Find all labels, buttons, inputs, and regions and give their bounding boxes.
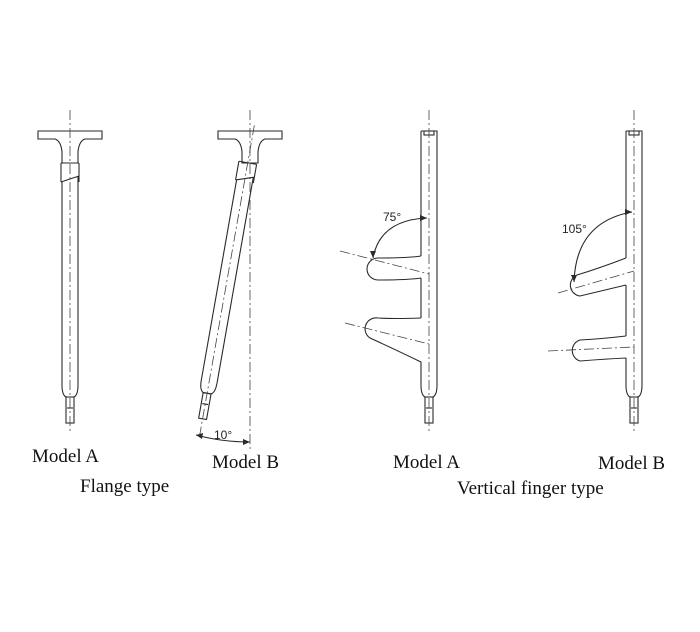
- finger-a-angle-arc: [372, 217, 428, 259]
- finger-model-b-label: Model B: [598, 453, 666, 474]
- finger-b-angle-arc: [573, 211, 633, 283]
- finger-b-angle-label: 105°: [562, 222, 587, 236]
- finger-b-lower-finger: [571, 335, 627, 362]
- flange-model-a-label: Model A: [32, 446, 100, 467]
- flange-type-label: Flange type: [80, 476, 170, 497]
- flange-model-b-drawing: 10°: [195, 110, 283, 450]
- flange-b-plate: [217, 130, 283, 164]
- finger-a-angle-label: 75°: [383, 210, 401, 224]
- finger-model-b-drawing: 105°: [547, 110, 643, 432]
- finger-model-a-drawing: 75°: [339, 110, 438, 432]
- flange-b-tilted-tube: [198, 125, 258, 436]
- finger-b-upper-finger: [569, 257, 627, 297]
- flange-b-angle-label: 10°: [214, 428, 232, 442]
- finger-a-lower-finger: [364, 317, 422, 363]
- flange-model-b-label: Model B: [212, 452, 280, 473]
- vertical-finger-type-label: Vertical finger type: [457, 478, 604, 499]
- flange-model-a-drawing: [37, 110, 103, 432]
- finger-model-a-label: Model A: [393, 452, 461, 473]
- finger-a-upper-finger: [366, 255, 422, 281]
